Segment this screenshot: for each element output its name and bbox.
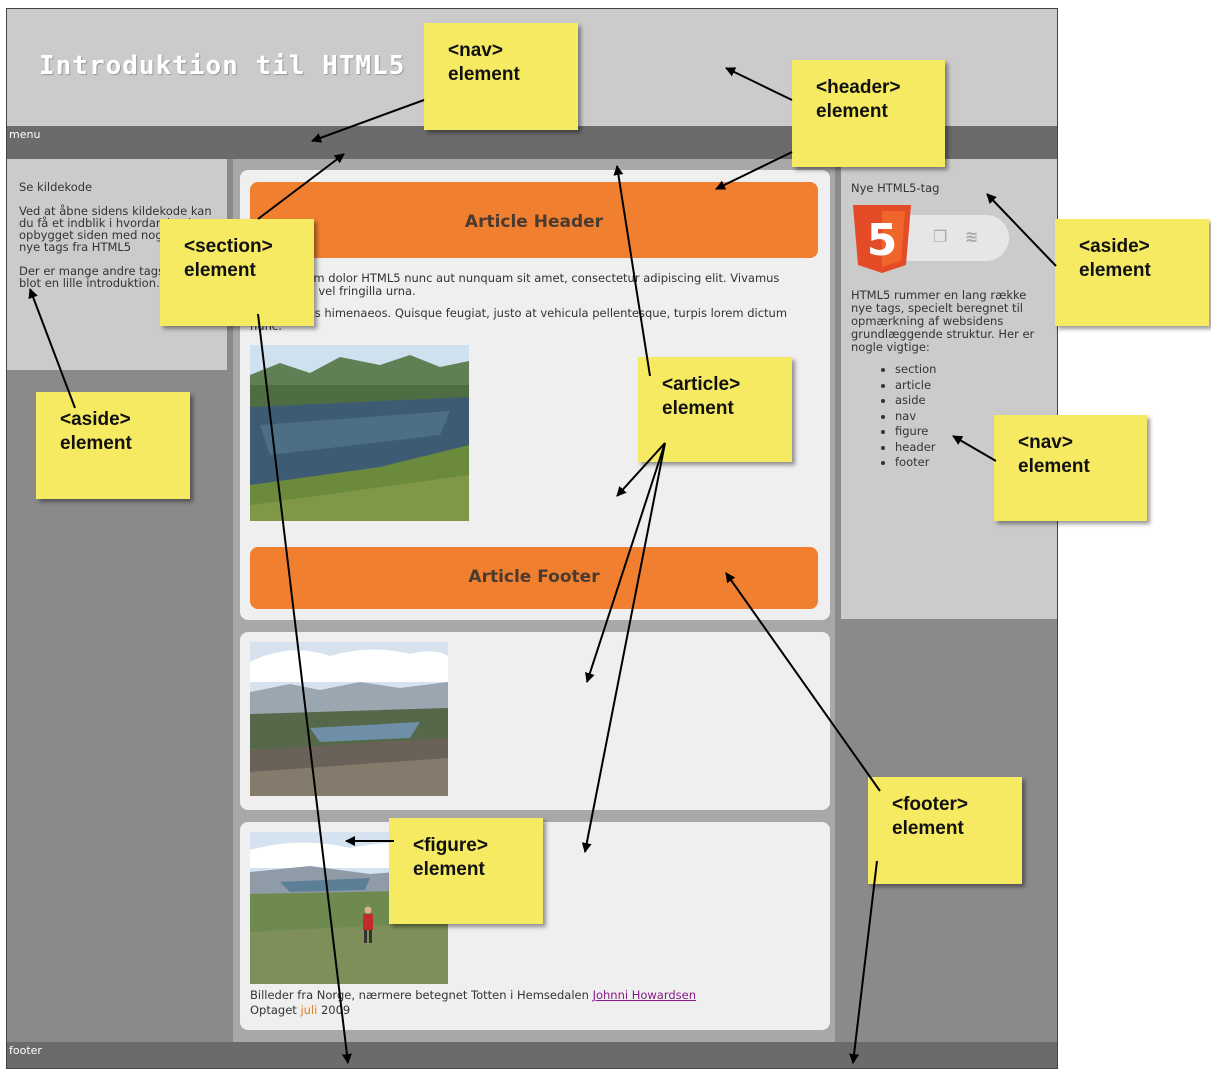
caption-month: juli (300, 1003, 318, 1017)
note-aside-right-tag: <aside> (1079, 236, 1150, 257)
note-aside-left: <aside> element (36, 392, 190, 499)
caption-year: 2009 (320, 1003, 351, 1017)
semantics-icon: ≋ (965, 227, 979, 246)
note-footer-tag: <footer> (892, 794, 969, 815)
tag-item-header: header (895, 440, 1049, 456)
caption-taken: Optaget (250, 1003, 297, 1017)
note-figure-tag: <figure> (413, 835, 488, 856)
note-section-word: element (184, 260, 256, 281)
note-article-word: element (662, 398, 734, 419)
note-nav-right-tag: <nav> (1018, 432, 1073, 453)
note-header-word: element (816, 101, 888, 122)
html5-shield-icon: 5 (853, 205, 911, 273)
author-link[interactable]: Johnni Howardsen (592, 988, 697, 1002)
css3-icon: ❒ (933, 227, 948, 246)
html5-logo: ❒ ≋ 5 (851, 205, 1011, 275)
note-figure-word: element (413, 859, 485, 880)
caption-text: Billeder fra Norge, nærmere betegnet Tot… (250, 988, 589, 1002)
note-aside-left-tag: <aside> (60, 409, 131, 430)
html5-tag-list: section article aside nav figure header … (851, 362, 1049, 471)
note-section-tag: <section> (184, 236, 273, 257)
article-body: Lorem ipsum dolor HTML5 nunc aut nunquam… (250, 272, 790, 342)
article-paragraph-2: Per inceptos himenaeos. Quisque feugiat,… (250, 306, 788, 332)
tag-item-section: section (895, 362, 1049, 378)
note-article: <article> element (638, 357, 792, 462)
note-header-tag: <header> (816, 77, 901, 98)
menu-label[interactable]: menu (9, 128, 41, 141)
note-section: <section> element (160, 219, 314, 326)
logo-five: 5 (867, 215, 898, 266)
note-nav-top: <nav> element (424, 23, 578, 130)
note-aside-right: <aside> element (1055, 219, 1209, 326)
article-paragraph-1: Lorem ipsum dolor HTML5 nunc aut nunquam… (250, 271, 780, 298)
tag-item-figure: figure (895, 424, 1049, 440)
note-nav-top-word: element (448, 64, 520, 85)
note-footer: <footer> element (868, 777, 1022, 884)
note-nav-right-word: element (1018, 456, 1090, 477)
note-nav-top-tag: <nav> (448, 40, 503, 61)
river-photo (250, 345, 469, 525)
article-footer: Article Footer (250, 547, 818, 609)
note-figure: <figure> element (389, 818, 543, 924)
site-title: Introduktion til HTML5 (39, 51, 406, 81)
tag-item-footer: footer (895, 455, 1049, 471)
note-header: <header> element (792, 60, 945, 167)
tag-item-aside: aside (895, 393, 1049, 409)
footer-label: footer (9, 1044, 42, 1057)
tag-item-article: article (895, 378, 1049, 394)
site-footer: footer (7, 1042, 1057, 1068)
note-aside-left-word: element (60, 433, 132, 454)
note-aside-right-word: element (1079, 260, 1151, 281)
note-nav-right: <nav> element (994, 415, 1147, 521)
figure-caption: Billeder fra Norge, nærmere betegnet Tot… (250, 988, 696, 1018)
note-footer-word: element (892, 818, 964, 839)
mountain-photo (250, 642, 448, 800)
aside-right-text: HTML5 rummer en lang række nye tags, spe… (851, 288, 1035, 354)
tag-item-nav: nav (895, 409, 1049, 425)
article-2 (240, 632, 830, 810)
article-header: Article Header (250, 182, 818, 258)
aside-right-title: Nye HTML5-tag (851, 181, 940, 195)
note-article-tag: <article> (662, 374, 741, 395)
aside-right: Nye HTML5-tag ❒ ≋ 5 HTML5 rummer en lang… (841, 159, 1057, 619)
aside-left-heading: Se kildekode (19, 180, 93, 194)
